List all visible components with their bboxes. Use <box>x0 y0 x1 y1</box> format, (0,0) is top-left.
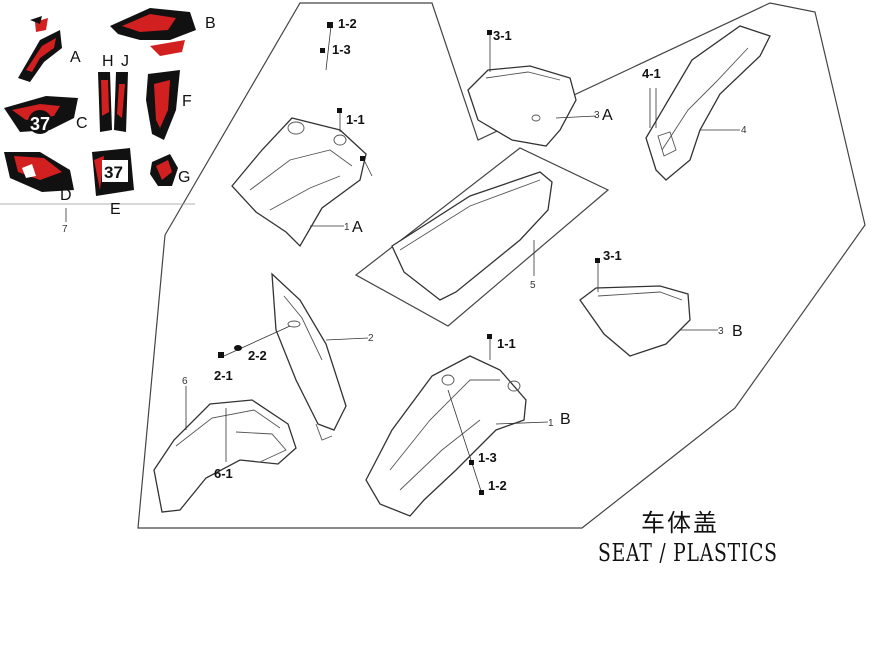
shroud-1a <box>231 22 373 248</box>
label-3-a-letter: A <box>602 107 613 124</box>
svg-text:37: 37 <box>30 114 50 134</box>
label-1-3-bottom: 1-3 <box>478 450 497 465</box>
decal-e-number: 37 <box>104 163 123 182</box>
decal-f <box>146 70 180 140</box>
seat-panel-border <box>354 147 610 327</box>
label-6: 6 <box>182 376 188 387</box>
label-4-1: 4-1 <box>642 66 661 81</box>
decal-h-j <box>98 72 128 132</box>
label-2-1: 2-1 <box>214 368 233 383</box>
decal-label-g: G <box>178 169 190 186</box>
decal-b <box>110 8 196 56</box>
label-1-b-letter: B <box>560 411 571 428</box>
decal-e: 37 <box>92 148 134 196</box>
label-1-1-top: 1-1 <box>346 112 365 127</box>
decal-label-f: F <box>182 93 192 110</box>
decal-inset: 37 37 A <box>0 8 216 235</box>
label-3-b-letter: B <box>732 323 743 340</box>
decal-label-h: H <box>102 53 114 70</box>
decal-label-j: J <box>121 53 129 70</box>
decal-d <box>4 152 74 192</box>
label-1-a-num: 1 <box>344 222 350 233</box>
label-2: 2 <box>368 333 374 344</box>
decal-ref-7: 7 <box>62 224 68 235</box>
rear-fender-4 <box>645 25 771 181</box>
title-chinese: 车体盖 <box>641 509 719 537</box>
title-english: SEAT / PLASTICS <box>598 539 778 567</box>
label-1-3-top: 1-3 <box>332 42 351 57</box>
side-panel-3a <box>467 30 597 147</box>
decal-a <box>18 16 62 82</box>
label-1-a-letter: A <box>352 219 363 236</box>
label-5: 5 <box>530 280 536 291</box>
decal-label-c: C <box>76 115 88 132</box>
shroud-1b <box>365 334 549 517</box>
label-1-1-bottom: 1-1 <box>497 336 516 351</box>
label-1-b-num: 1 <box>548 418 554 429</box>
label-2-2: 2-2 <box>248 348 267 363</box>
label-1-2-bottom: 1-2 <box>488 478 507 493</box>
decal-label-a: A <box>70 49 81 66</box>
front-fender-6 <box>153 386 297 513</box>
label-3-a-num: 3 <box>594 110 600 121</box>
label-4: 4 <box>741 125 747 136</box>
side-panel-3b <box>579 258 718 357</box>
label-3-b-num: 3 <box>718 326 724 337</box>
decal-g <box>150 154 178 186</box>
label-3-1-top: 3-1 <box>493 28 512 43</box>
decal-label-b: B <box>205 15 216 32</box>
seat-5 <box>391 171 553 301</box>
decal-label-d: D <box>60 187 72 204</box>
decal-c: 37 <box>4 96 78 134</box>
decal-label-e: E <box>110 201 121 218</box>
label-1-2-top: 1-2 <box>338 16 357 31</box>
diagram-border <box>137 2 866 529</box>
label-6-1: 6-1 <box>214 466 233 481</box>
side-cover-2 <box>218 272 369 441</box>
label-3-1-right: 3-1 <box>603 248 622 263</box>
